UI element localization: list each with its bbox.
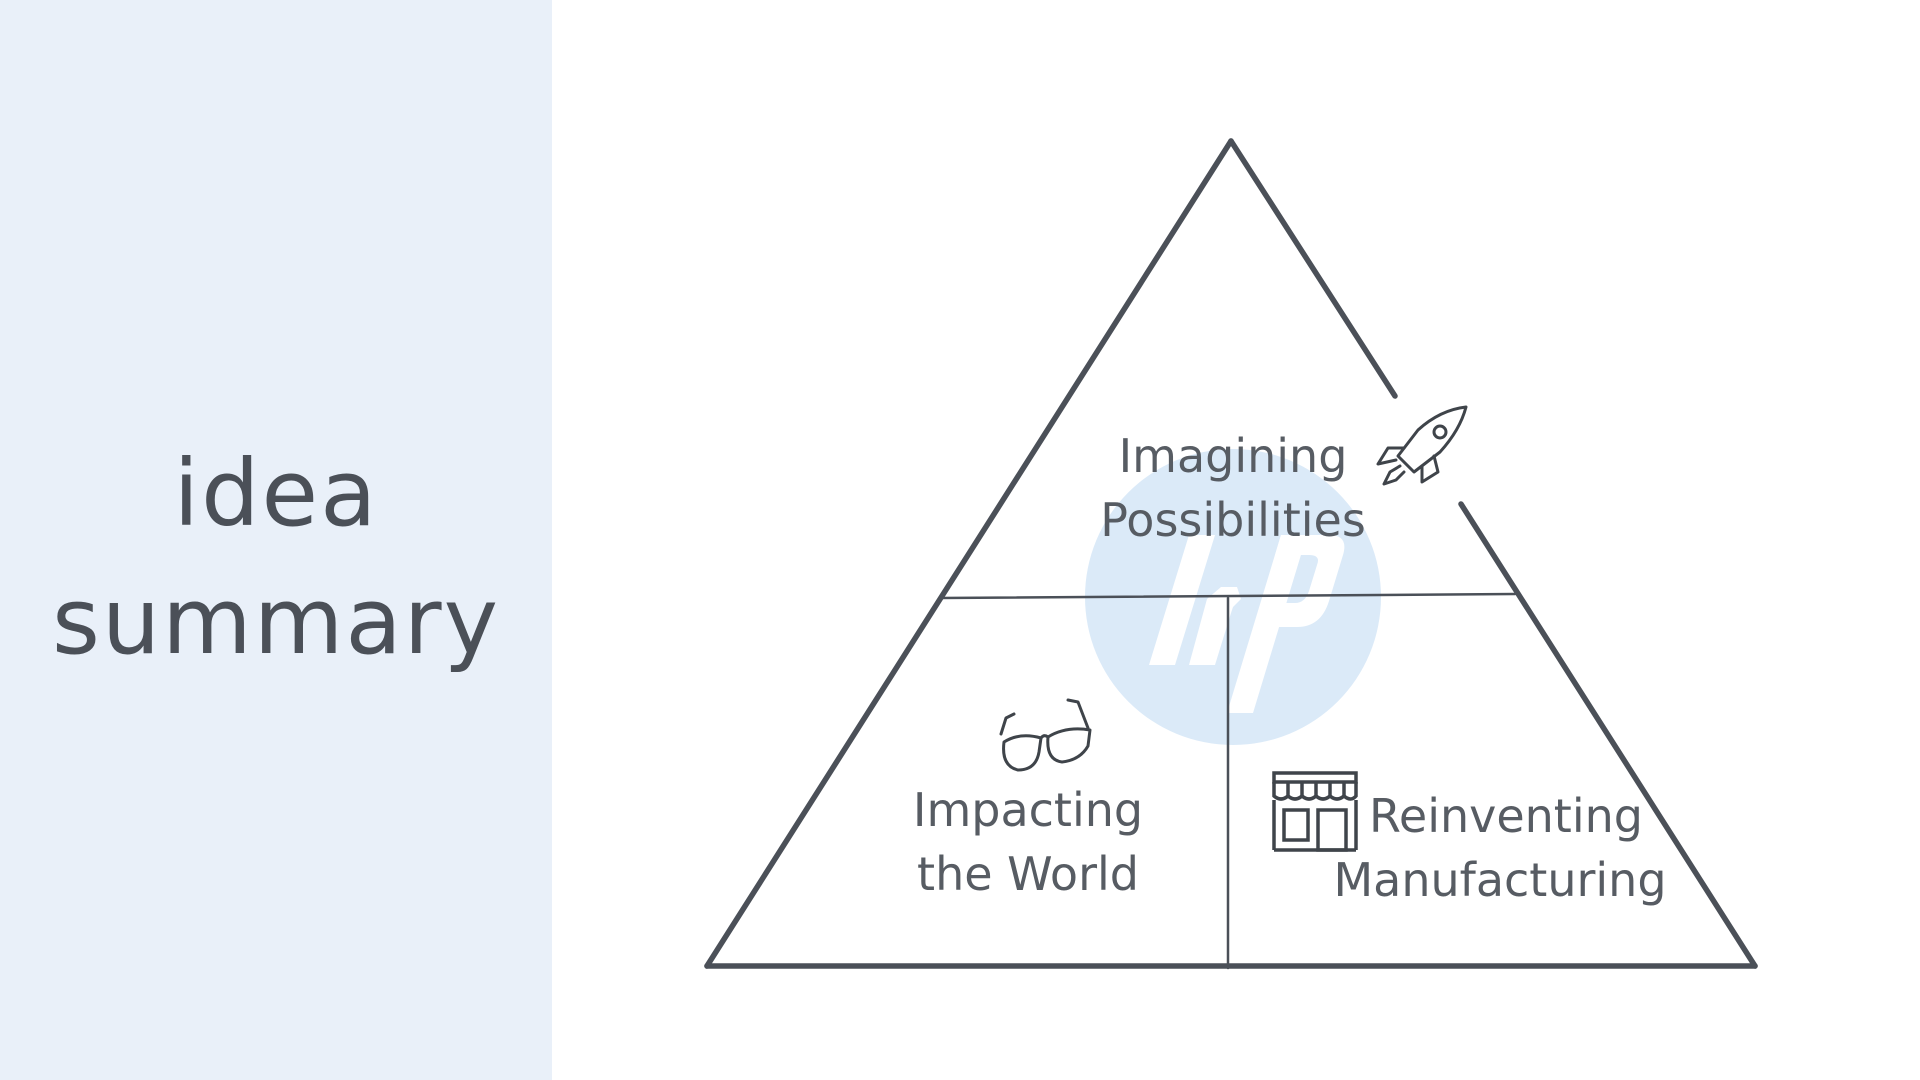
label-bottom-left-line-1: Impacting [912, 783, 1144, 837]
page-title: idea summary [0, 430, 552, 686]
rocket-icon [1376, 405, 1468, 486]
label-bottom-left-line-2: the World [917, 847, 1139, 901]
title-line-2: summary [51, 568, 501, 675]
storefront-icon [1272, 771, 1358, 852]
sidebar-panel: idea summary [0, 0, 552, 1080]
label-bottom-right-line-2: Manufacturing [1333, 853, 1667, 907]
section-label-top: Imagining Possibilities [1098, 424, 1368, 552]
pyramid-outline [704, 138, 1758, 970]
section-label-bottom-left: Impacting the World [888, 778, 1168, 906]
title-line-1: idea [173, 440, 379, 547]
glasses-icon [999, 698, 1092, 772]
label-top-line-2: Possibilities [1100, 493, 1366, 547]
section-label-bottom-right: Reinventing Manufacturing [1330, 784, 1670, 912]
label-bottom-right-line-1: Reinventing [1369, 789, 1643, 843]
label-top-line-1: Imagining [1118, 429, 1348, 483]
